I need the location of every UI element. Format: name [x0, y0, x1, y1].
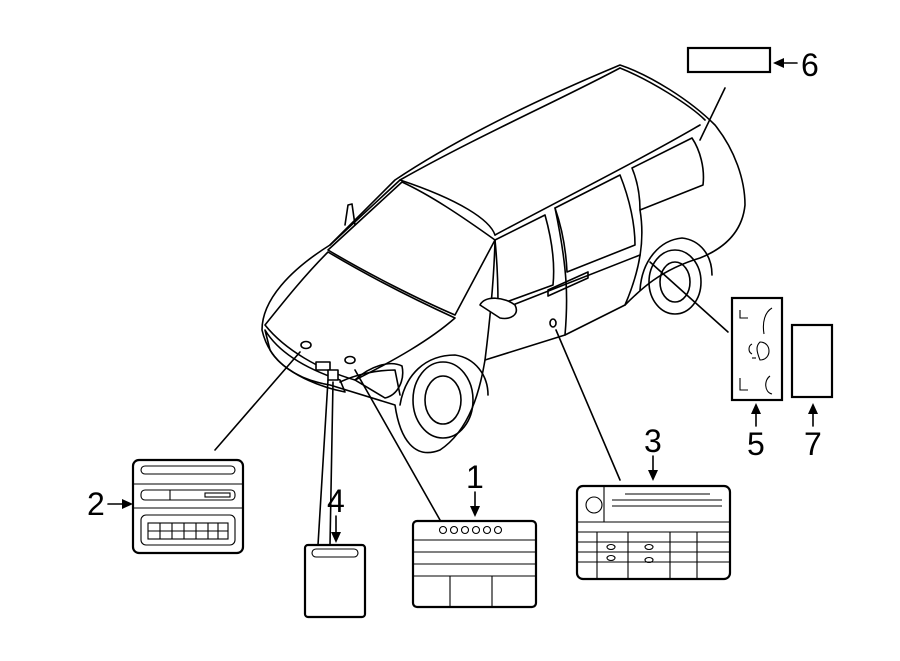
sliding-door-window — [554, 174, 636, 273]
callout-2: 2 — [87, 486, 105, 522]
side-mirror — [479, 297, 518, 320]
van-body-outline — [261, 64, 746, 454]
callout-1: 1 — [466, 459, 484, 495]
rear-quarter-window — [631, 137, 705, 211]
roof-line — [329, 67, 621, 246]
callout-6: 6 — [801, 47, 819, 83]
callout-3: 3 — [644, 423, 662, 459]
label-7-diagram — [790, 323, 834, 399]
label-1-diagram — [411, 519, 538, 609]
rear-wheel — [648, 249, 702, 315]
label-4-diagram — [303, 543, 367, 619]
callout-4: 4 — [327, 483, 345, 519]
leader-lines — [214, 87, 729, 546]
callout-arrows — [107, 58, 818, 543]
front-door-window — [494, 214, 555, 306]
callout-7: 7 — [804, 426, 822, 462]
front-wheel — [412, 361, 474, 439]
label-5-diagram — [730, 296, 784, 402]
callout-5: 5 — [747, 426, 765, 462]
windshield — [327, 181, 496, 316]
label-6-diagram — [686, 46, 772, 74]
label-2-diagram — [131, 458, 245, 555]
label-3-diagram — [575, 484, 732, 581]
minivan-illustration — [261, 64, 746, 454]
